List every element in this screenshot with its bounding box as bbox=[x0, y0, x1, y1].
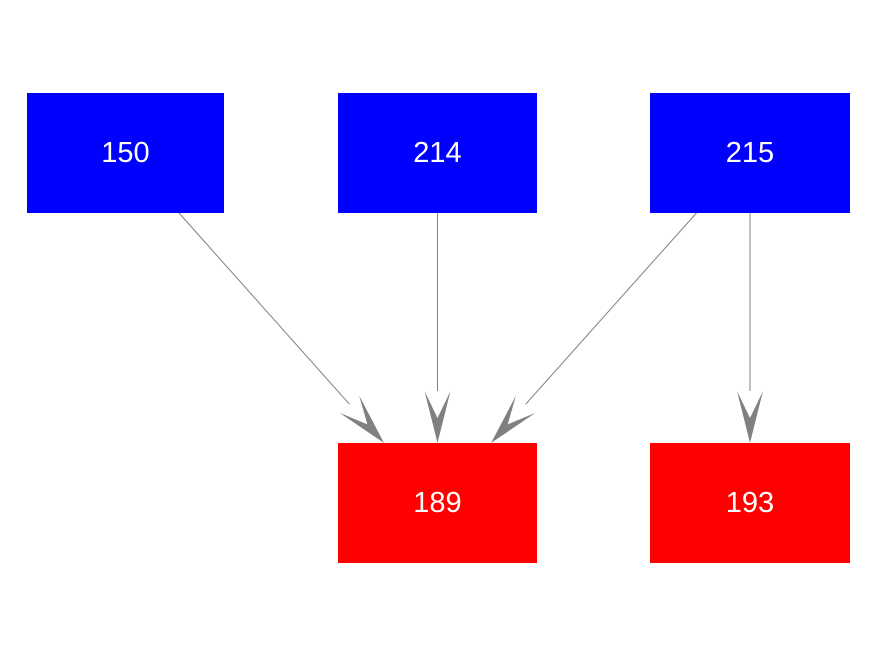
edge-line-150-189 bbox=[178, 212, 350, 405]
arrowhead-icon bbox=[424, 391, 451, 443]
node-215[interactable]: 215 bbox=[650, 93, 850, 213]
node-label: 150 bbox=[101, 136, 150, 169]
node-label: 189 bbox=[413, 486, 462, 519]
edge-line-215-189 bbox=[525, 212, 697, 405]
edge-215-193 bbox=[737, 213, 763, 443]
arrowhead-icon bbox=[737, 391, 763, 443]
arrowhead-icon bbox=[339, 395, 385, 443]
node-193[interactable]: 193 bbox=[650, 443, 850, 563]
edge-214-189 bbox=[424, 213, 451, 443]
node-label: 193 bbox=[725, 486, 775, 519]
edge-215-189 bbox=[491, 212, 697, 443]
node-label: 214 bbox=[413, 136, 462, 169]
edge-150-189 bbox=[178, 212, 385, 443]
node-150[interactable]: 150 bbox=[27, 93, 224, 213]
node-214[interactable]: 214 bbox=[338, 93, 537, 213]
node-189[interactable]: 189 bbox=[338, 443, 537, 563]
node-label: 215 bbox=[725, 136, 775, 169]
arrowhead-icon bbox=[491, 395, 536, 443]
